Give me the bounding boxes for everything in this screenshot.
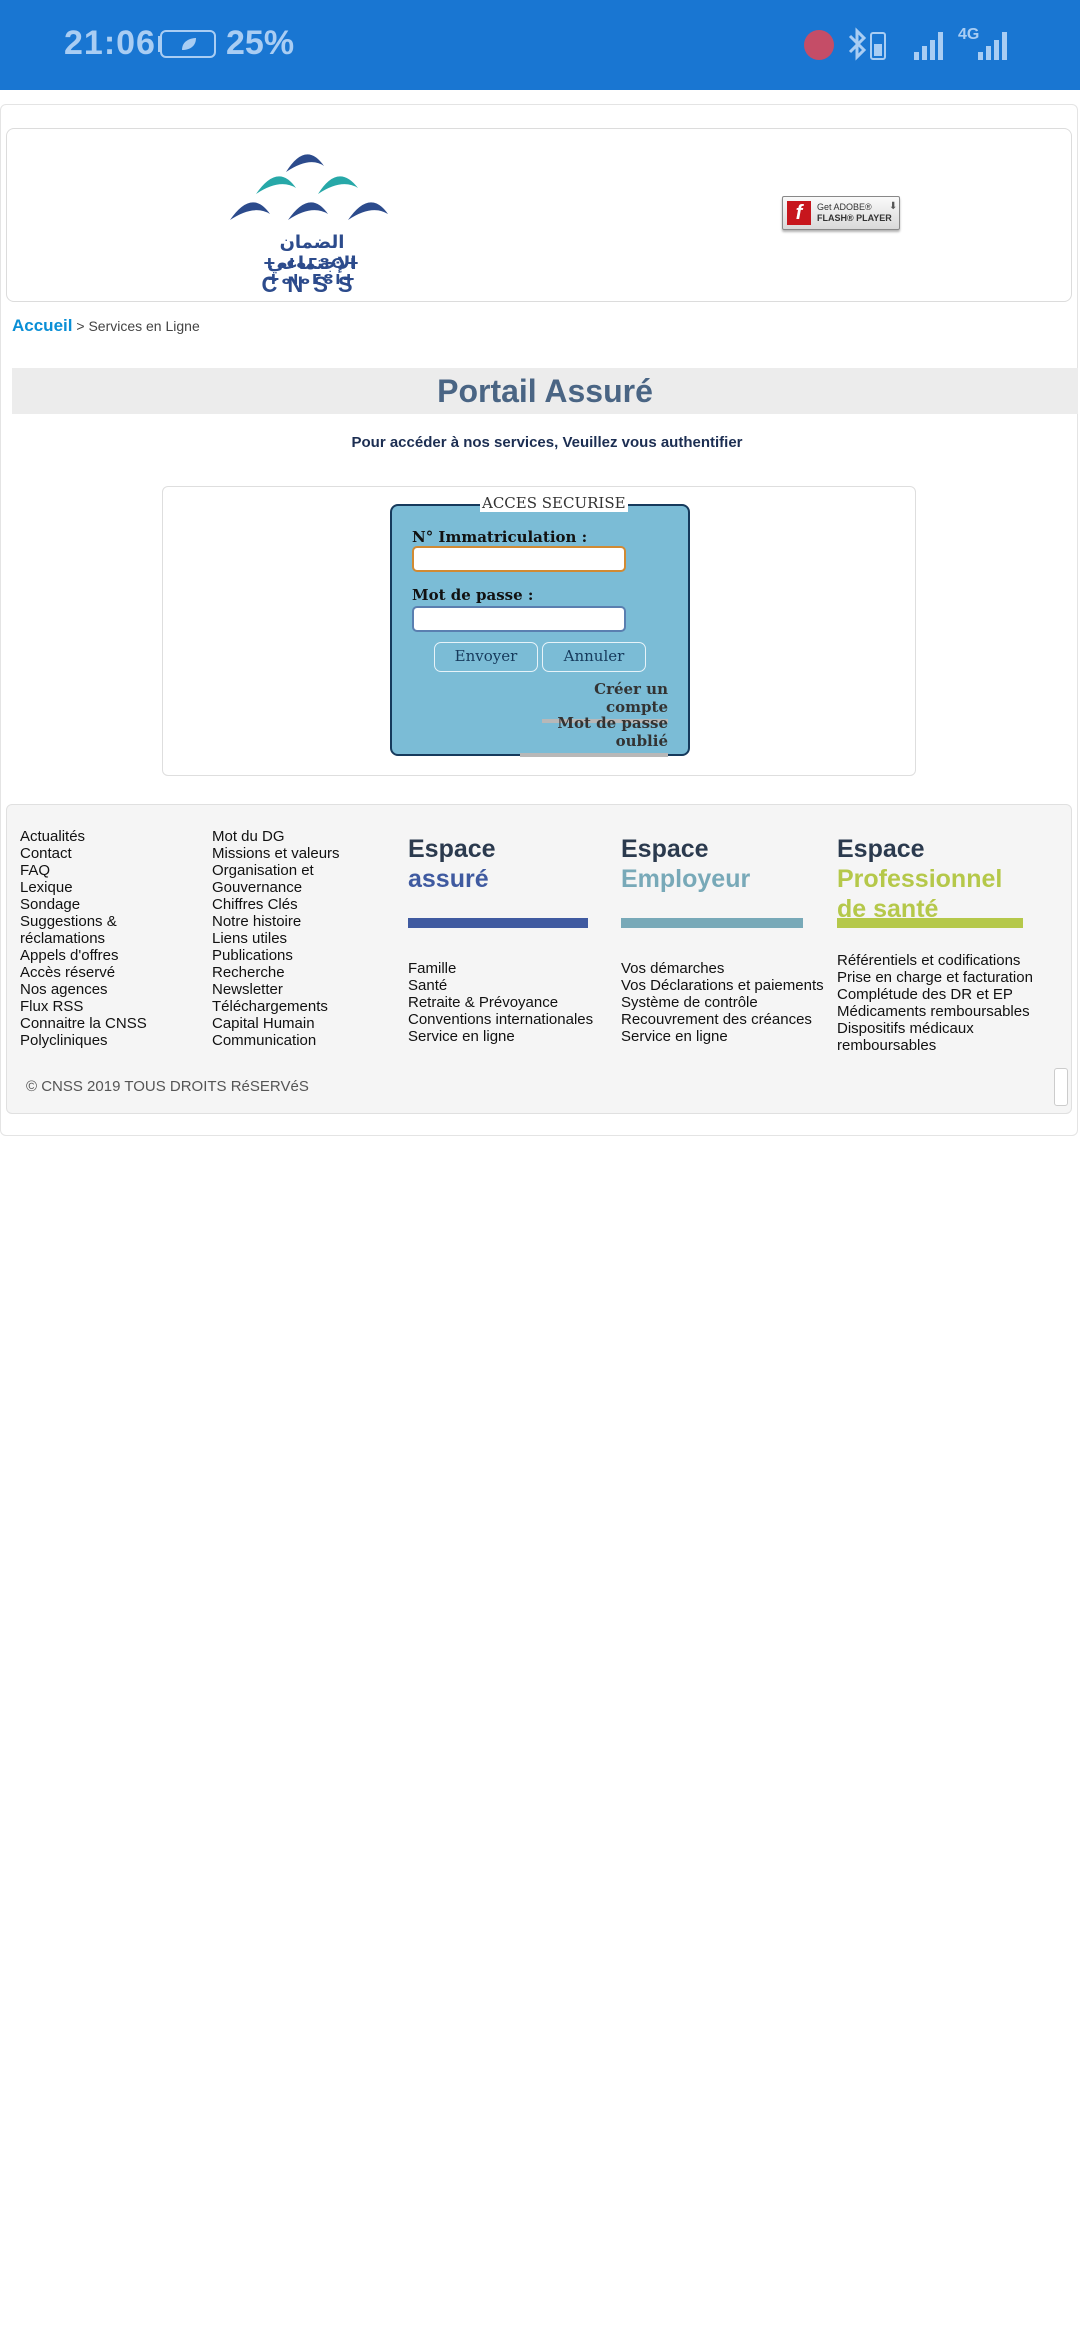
scroll-to-top-button[interactable] [1054, 1068, 1068, 1106]
signal-icon [976, 28, 1016, 62]
footer-link[interactable]: Complétude des DR et EP [837, 986, 1013, 1003]
footer-link[interactable]: Référentiels et codifications [837, 952, 1021, 969]
espace-assure-list: Famille Santé Retraite & Prévoyance Conv… [408, 960, 593, 1045]
footer-link[interactable]: Organisation et [212, 862, 314, 879]
footer-link[interactable]: Capital Humain [212, 1015, 315, 1032]
create-account-link[interactable]: Créer un compte [542, 680, 668, 723]
footer-link[interactable]: Recherche [212, 964, 285, 981]
footer-link[interactable]: Gouvernance [212, 879, 303, 896]
cancel-button[interactable]: Annuler [542, 642, 646, 672]
footer-link[interactable]: Chiffres Clés [212, 896, 298, 913]
footer-link[interactable]: Recouvrement des créances [621, 1011, 812, 1028]
immatriculation-input[interactable] [412, 546, 626, 572]
secure-access-legend: ACCES SECURISE [480, 494, 628, 512]
footer-link[interactable]: remboursables [837, 1037, 937, 1054]
footer-link[interactable]: Liens utiles [212, 930, 288, 947]
battery-icon [870, 32, 886, 60]
espace-assure-bar [408, 918, 588, 928]
footer-link[interactable]: Appels d'offres [20, 947, 119, 964]
espace-employeur-list: Vos démarches Vos Déclarations et paieme… [621, 960, 824, 1045]
footer-link[interactable]: Médicaments remboursables [837, 1003, 1030, 1020]
footer-link[interactable]: Vos Déclarations et paiements [621, 977, 824, 994]
logo-cnss-text: CNSS [261, 272, 363, 297]
footer-link[interactable]: Notre histoire [212, 913, 302, 930]
footer-link[interactable]: Accès réservé [20, 964, 116, 981]
footer-link[interactable]: Santé [408, 977, 448, 994]
leaf-battery-icon [160, 30, 216, 58]
footer-col-2: Mot du DG Missions et valeurs Organisati… [212, 828, 340, 1049]
forgot-password-link[interactable]: Mot de passe oublié [520, 714, 668, 757]
footer-link[interactable]: Famille [408, 960, 457, 977]
footer-link[interactable]: Missions et valeurs [212, 845, 340, 862]
password-label: Mot de passe : [412, 586, 534, 604]
footer-link[interactable]: Service en ligne [621, 1028, 728, 1045]
footer-link[interactable]: Flux RSS [20, 998, 84, 1015]
footer-link[interactable]: Communication [212, 1032, 317, 1049]
secure-access-fieldset [162, 486, 916, 776]
breadcrumb: Accueil > Services en Ligne [12, 316, 200, 336]
footer-link[interactable]: Conventions internationales [408, 1011, 594, 1028]
title-band [12, 368, 1078, 414]
footer-link[interactable]: Actualités [20, 828, 86, 845]
password-input[interactable] [412, 606, 626, 632]
footer-link[interactable]: FAQ [20, 862, 51, 879]
cnss-logo-icon[interactable] [226, 136, 396, 296]
app-notification-icon [804, 30, 834, 60]
submit-button[interactable]: Envoyer [434, 642, 538, 672]
footer-link[interactable]: Système de contrôle [621, 994, 758, 1011]
breadcrumb-home-link[interactable]: Accueil [12, 316, 73, 335]
footer-link[interactable]: Lexique [20, 879, 73, 896]
page-frame [0, 104, 1078, 1136]
espace-assure-title[interactable]: Espace assuré [408, 835, 496, 893]
signal-icon [912, 28, 952, 62]
flash-icon: f [787, 201, 811, 225]
footer-link[interactable]: Mot du DG [212, 828, 285, 845]
espace-sante-title[interactable]: Espace Professionnel de santé [837, 835, 1003, 923]
site-header [6, 128, 1072, 302]
footer-link[interactable]: Dispositifs médicaux [837, 1020, 974, 1037]
footer-link[interactable]: Service en ligne [408, 1028, 515, 1045]
page-subtitle: Pour accéder à nos services, Veuillez vo… [351, 434, 743, 451]
network-type: 4G [958, 26, 980, 43]
footer-link[interactable]: Suggestions & [20, 913, 117, 930]
footer-link[interactable]: Newsletter [212, 981, 283, 998]
footer-link[interactable]: Publications [212, 947, 293, 964]
breadcrumb-current: > Services en Ligne [76, 318, 200, 334]
espace-employeur-title[interactable]: Espace Employeur [621, 835, 751, 893]
battery-percent: 25% [226, 24, 295, 62]
bluetooth-icon [846, 24, 876, 64]
immatriculation-label: N° Immatriculation : [412, 528, 588, 546]
logo-arabic-text: الضمان الإجتماعي [267, 232, 357, 274]
espace-sante-list: Référentiels et codifications Prise en c… [837, 952, 1033, 1054]
logo-tifinagh-text: ⵜⴰⵏⴰⵎⵓⵙⵜ ⵜⴰⵏⴰⵎⵓⵏⵜ [263, 256, 361, 288]
footer-link[interactable]: Nos agences [20, 981, 108, 998]
espace-employeur-bar [621, 918, 803, 928]
site-footer [6, 804, 1072, 1114]
footer-link[interactable]: Connaitre la CNSS [20, 1015, 147, 1032]
footer-link[interactable]: Sondage [20, 896, 81, 913]
footer-link[interactable]: Contact [20, 845, 72, 862]
footer-col-1: Actualités Contact FAQ Lexique Sondage S… [20, 828, 147, 1049]
copyright-text: © CNSS 2019 TOUS DROITS RéSERVéS [26, 1078, 309, 1095]
footer-link[interactable]: Téléchargements [212, 998, 328, 1015]
footer-link[interactable]: Vos démarches [621, 960, 725, 977]
footer-link[interactable]: réclamations [20, 930, 106, 947]
footer-link[interactable]: Prise en charge et facturation [837, 969, 1033, 986]
flash-player-badge[interactable]: f Get ADOBE® FLASH® PLAYER ⬇ [782, 196, 900, 230]
download-arrow-icon: ⬇ [889, 201, 898, 212]
status-bar: 21:06 25% 4G [0, 0, 1080, 90]
espace-sante-bar [837, 918, 1023, 928]
footer-link[interactable]: Retraite & Prévoyance [408, 994, 559, 1011]
page-title: Portail Assuré [437, 373, 653, 409]
footer-link[interactable]: Polycliniques [20, 1032, 108, 1049]
status-time: 21:06 [64, 24, 156, 62]
